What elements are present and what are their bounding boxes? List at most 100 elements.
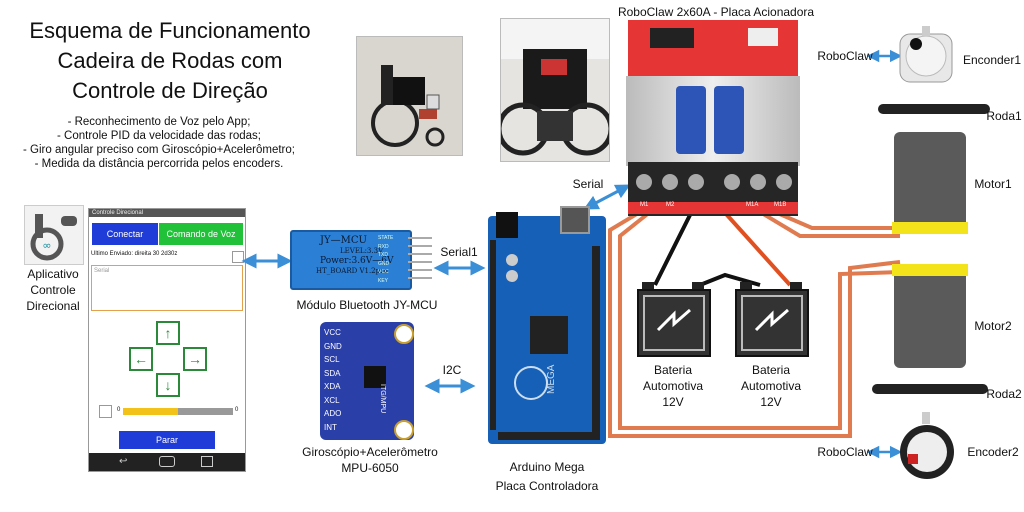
encoder-icon [900,412,954,479]
terminal-labels: M1 M2 M1A M1B [628,202,798,214]
bt-pin: RXD [378,243,389,250]
app-topbar: Controle Direcional [89,209,245,217]
gyro-pin: VCC [324,328,341,337]
terminal-screw [724,174,740,190]
i2c-label: I2C [442,363,462,377]
link-arrow-arduino-roboclaw [583,184,631,210]
voice-command-button[interactable]: Comando de Voz [159,223,243,245]
roboclaw-terminal-block: M1 M2 M1A M1B [628,162,798,216]
terminal-label: M2 [666,202,675,208]
title-line-2: Cadeira de Rodas com [57,48,283,73]
roboclaw-header [650,28,694,48]
feature-item: - Medida da distância percorrida pelos e… [34,158,284,170]
battery-2 [734,278,810,360]
wheelchair-gamepad-icon: ∞ [30,214,77,261]
bottom-checkbox[interactable] [99,405,112,418]
last-sent-text: Ultimo Enviado: direita 30 2d30z [91,251,178,257]
arduino-board-text: MEGA [546,364,557,394]
wheelchair-photo-side [356,36,463,156]
arduino-label: Arduino Mega Placa Controladora [482,458,612,496]
pin-header-icon [408,237,432,279]
gyro-chip [364,366,386,388]
wheel-1-label: Roda1 [986,109,1022,123]
arduino-label-line: Placa Controladora [495,479,599,493]
slider-fill [123,408,178,415]
battery-label-line: Automotiva [740,379,802,393]
dpad: ↑ ← → ↓ [89,209,245,471]
bt-pin: TXD [378,252,388,258]
power-jack [496,212,518,238]
diagram-title: Esquema de Funcionamento Cadeira de Roda… [0,16,340,106]
right-button[interactable]: → [183,347,207,371]
battery-label-line: 12V [662,395,684,409]
gyro-label-line: Giroscópio+Acelerômetro [302,445,438,459]
android-navbar: ↩ [89,453,245,471]
feature-item: - Reconhecimento de Voz pelo App; [67,116,251,128]
left-button[interactable]: ← [129,347,153,371]
arduino-mega-board: MEGA [488,206,606,444]
terminal-screw [750,174,766,190]
gyro-label: Giroscópio+Acelerômetro MPU-6050 [270,444,470,476]
back-icon[interactable]: ↩ [119,456,128,467]
arduino-logo [514,366,548,400]
gyro-board-text: ITG/MPU [379,384,386,414]
recents-icon[interactable] [201,456,213,467]
down-button[interactable]: ↓ [156,373,180,397]
bt-pins: STATE RXD TXD GND VCC KEY [378,234,393,285]
battery-1 [636,278,712,360]
terminal-label: M1 [640,202,649,208]
bt-text: LEVEL:3.3V [340,247,384,255]
bt-text: Power:3.6V—6V [320,256,394,266]
gyro-label-line: MPU-6050 [341,461,399,475]
speed-slider[interactable] [123,408,233,415]
app-name-line: Direcional [26,299,80,313]
encoder-2-label: Encoder2 [967,445,1019,459]
serial1-label: Serial1 [440,245,478,259]
feature-list: - Reconhecimento de Voz pelo App; - Cont… [0,115,318,171]
capacitor [506,270,518,282]
car-battery-icon [637,282,711,357]
gyro-pin: SDA [324,368,341,378]
terminal-screw [636,174,652,190]
gyro-module: VCC GND SCL SDA XDA XCL ADO INT ITG/MPU [320,322,414,440]
gyro-pin: SCL [324,355,340,364]
bt-text: HT_BOARD V1.2pro [316,267,388,275]
wheelchair-illustration [357,37,462,155]
gyro-pin: INT [324,422,337,432]
wheelchair-photo-back [496,18,614,162]
motor-1-label: Motor1 [974,177,1012,191]
app-icon[interactable]: ∞ [24,205,84,265]
encoder-icon [899,26,953,83]
bt-pin: GND [378,260,390,267]
roboclaw-connector [748,28,778,46]
car-battery-icon [735,282,809,357]
terminal-label: M1B [774,202,787,208]
bt-pin: VCC [378,269,389,275]
bt-text: JY—MCU [320,235,367,246]
wheel-2-label: Roda2 [986,387,1022,401]
battery-2-label: Bateria Automotiva 12V [726,362,816,410]
up-button[interactable]: ↑ [156,321,180,345]
bluetooth-label: Módulo Bluetooth JY-MCU [296,298,438,312]
mcu-chip [530,316,568,354]
capacitor [506,254,518,266]
battery-label-line: Automotiva [642,379,704,393]
serial-textarea[interactable]: Serial [91,265,243,311]
bt-header-pins [408,234,432,280]
capacitor-large [714,86,744,154]
slider-max-label: 0 [235,407,239,413]
feature-item: - Giro angular preciso com Giroscópio+Ac… [23,144,295,156]
gyro-pin: XDA [324,382,341,391]
wheel-2 [872,384,988,394]
home-icon[interactable] [159,456,175,467]
header-strip-right [592,246,600,436]
connect-button[interactable]: Conectar [92,223,158,245]
battery-1-label: Bateria Automotiva 12V [628,362,718,410]
serial-label: Serial [572,177,604,191]
battery-label-line: Bateria [751,363,791,377]
motor-2 [892,264,968,368]
capacitor-large [676,86,706,154]
stop-button[interactable]: Parar [119,431,215,449]
svg-text:∞: ∞ [42,239,51,252]
